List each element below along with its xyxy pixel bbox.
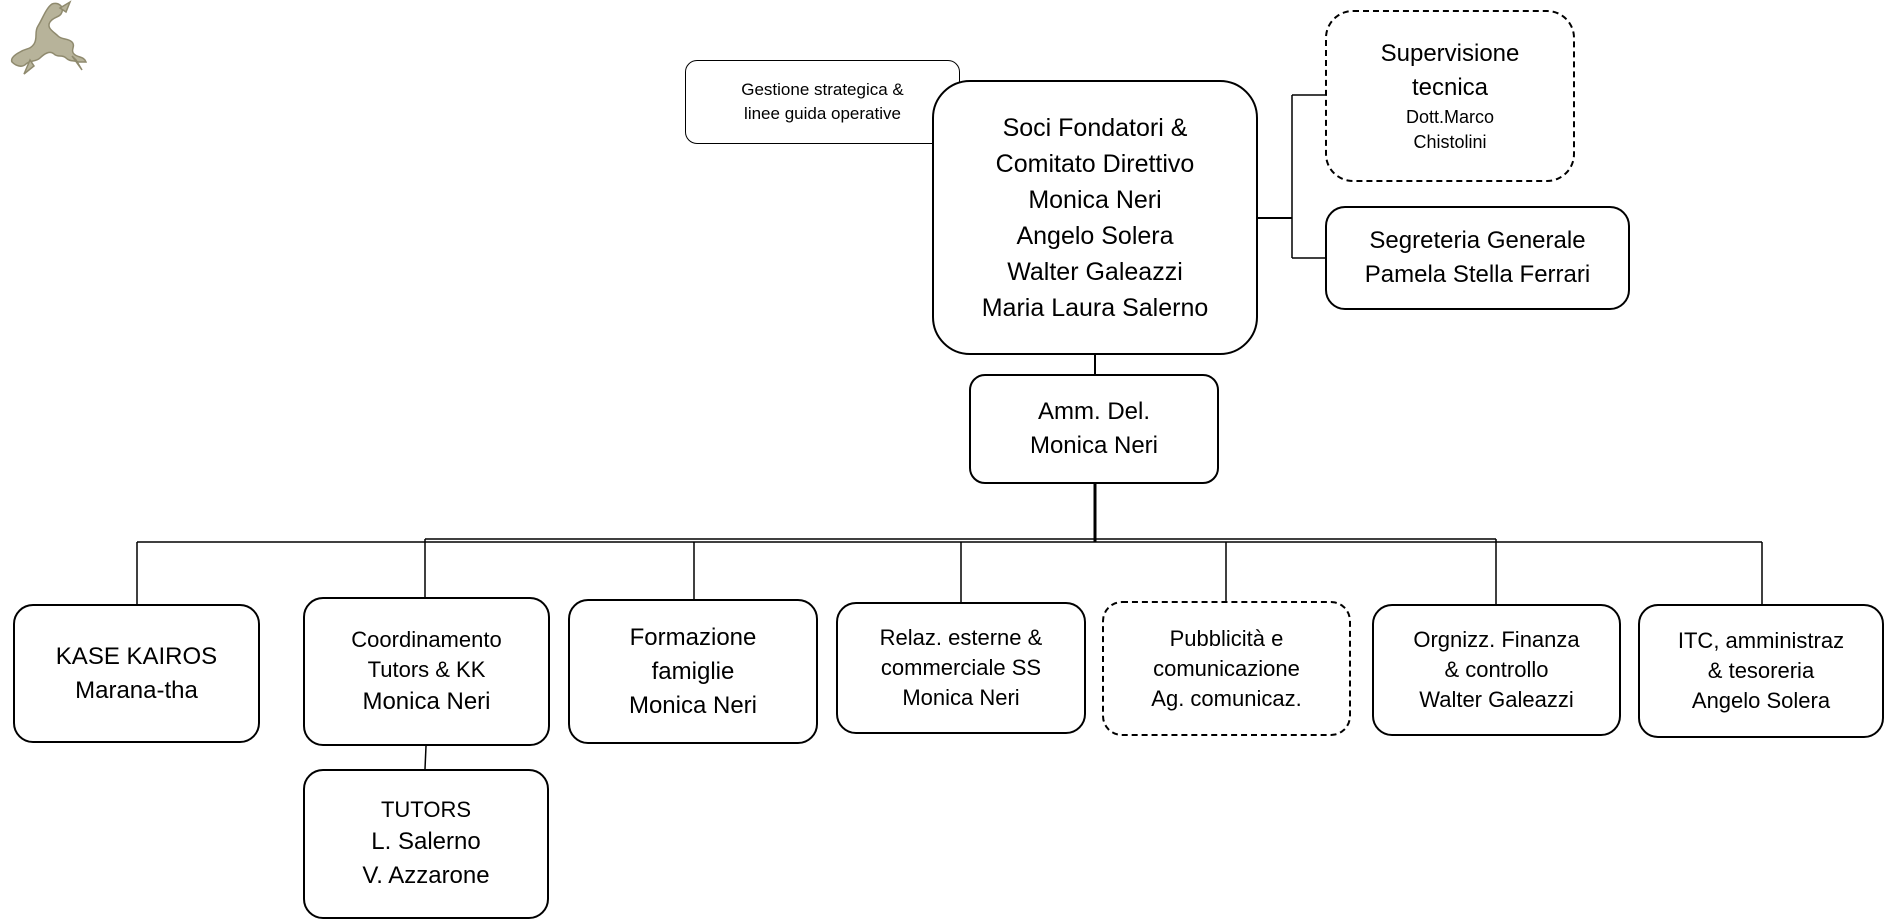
managing-director-box: Amm. Del. Monica Neri — [969, 374, 1219, 484]
founders-line-5: Walter Galeazzi — [1007, 257, 1183, 286]
founders-committee-box: Soci Fondatori & Comitato Direttivo Moni… — [932, 80, 1258, 355]
managing-director-line-2: Monica Neri — [1029, 432, 1159, 459]
dept-itc-box: ITC, amministraz & tesoreria Angelo Sole… — [1638, 604, 1884, 738]
dept-finanza-line-3: Walter Galeazzi — [1419, 687, 1574, 712]
dragon-logo-icon — [10, 0, 88, 75]
strategy-note-line-1: Gestione strategica & — [741, 80, 904, 99]
founders-line-2: Comitato Direttivo — [995, 149, 1195, 178]
dept-itc-line-3: Angelo Solera — [1691, 688, 1831, 713]
dept-kase-kairos-box: KASE KAIROS Marana-tha — [13, 604, 260, 743]
strategy-note-box: Gestione strategica & linee guida operat… — [685, 60, 960, 144]
dept-pubblicita-line-3: Ag. comunicaz. — [1151, 685, 1302, 711]
dept-coordinamento-line-3: Monica Neri — [362, 687, 491, 715]
dept-relazioni-line-2: commerciale SS — [880, 655, 1042, 680]
managing-director-line-1: Amm. Del. — [1037, 398, 1150, 425]
supervision-line-2: tecnica — [1411, 74, 1489, 101]
secretariat-line-1: Segreteria Generale — [1369, 227, 1586, 254]
tutors-line-1: TUTORS — [380, 797, 472, 822]
founders-line-6: Maria Laura Salerno — [981, 293, 1209, 322]
supervision-line-1: Supervisione — [1380, 40, 1520, 67]
tutors-line-3: V. Azzarone — [362, 862, 490, 889]
dept-finanza-line-2: & controllo — [1444, 657, 1549, 682]
dept-itc-line-1: ITC, amministraz — [1677, 628, 1845, 653]
connector-coord-tutors — [424, 745, 427, 770]
dept-coordinamento-box: Coordinamento Tutors & KK Monica Neri — [303, 597, 550, 746]
dept-relazioni-line-1: Relaz. esterne & — [879, 625, 1043, 650]
dept-itc-line-2: & tesoreria — [1707, 658, 1815, 683]
dept-kase-kairos-line-2: Marana-tha — [75, 676, 198, 704]
strategy-note-line-2: linee guida operative — [744, 104, 901, 123]
tutors-box: TUTORS L. Salerno V. Azzarone — [303, 769, 549, 919]
tutors-line-2: L. Salerno — [371, 828, 481, 855]
dept-pubblicita-line-2: comunicazione — [1153, 655, 1300, 681]
dept-relazioni-box: Relaz. esterne & commerciale SS Monica N… — [836, 602, 1086, 734]
supervision-box: Supervisione tecnica Dott.Marco Chistoli… — [1325, 10, 1575, 182]
dept-formazione-box: Formazione famiglie Monica Neri — [568, 599, 818, 744]
dept-kase-kairos-line-1: KASE KAIROS — [55, 642, 218, 670]
dept-pubblicita-line-1: Pubblicità e — [1169, 625, 1284, 651]
supervision-line-4: Chistolini — [1413, 132, 1487, 152]
dept-finanza-line-1: Orgnizz. Finanza — [1413, 627, 1580, 652]
dept-formazione-line-2: famiglie — [651, 657, 735, 685]
dept-formazione-line-3: Monica Neri — [628, 691, 758, 719]
secretariat-line-2: Pamela Stella Ferrari — [1364, 261, 1591, 288]
secretariat-box: Segreteria Generale Pamela Stella Ferrar… — [1325, 206, 1630, 310]
dept-pubblicita-box: Pubblicità e comunicazione Ag. comunicaz… — [1102, 601, 1351, 736]
dept-relazioni-line-3: Monica Neri — [902, 685, 1020, 710]
founders-line-3: Monica Neri — [1028, 185, 1162, 214]
dept-coordinamento-line-1: Coordinamento — [351, 626, 502, 652]
dept-finanza-box: Orgnizz. Finanza & controllo Walter Gale… — [1372, 604, 1621, 736]
dept-coordinamento-line-2: Tutors & KK — [367, 656, 486, 682]
dept-formazione-line-1: Formazione — [629, 623, 757, 651]
founders-line-4: Angelo Solera — [1016, 221, 1174, 250]
founders-line-1: Soci Fondatori & — [1002, 113, 1188, 142]
supervision-line-3: Dott.Marco — [1405, 107, 1495, 127]
